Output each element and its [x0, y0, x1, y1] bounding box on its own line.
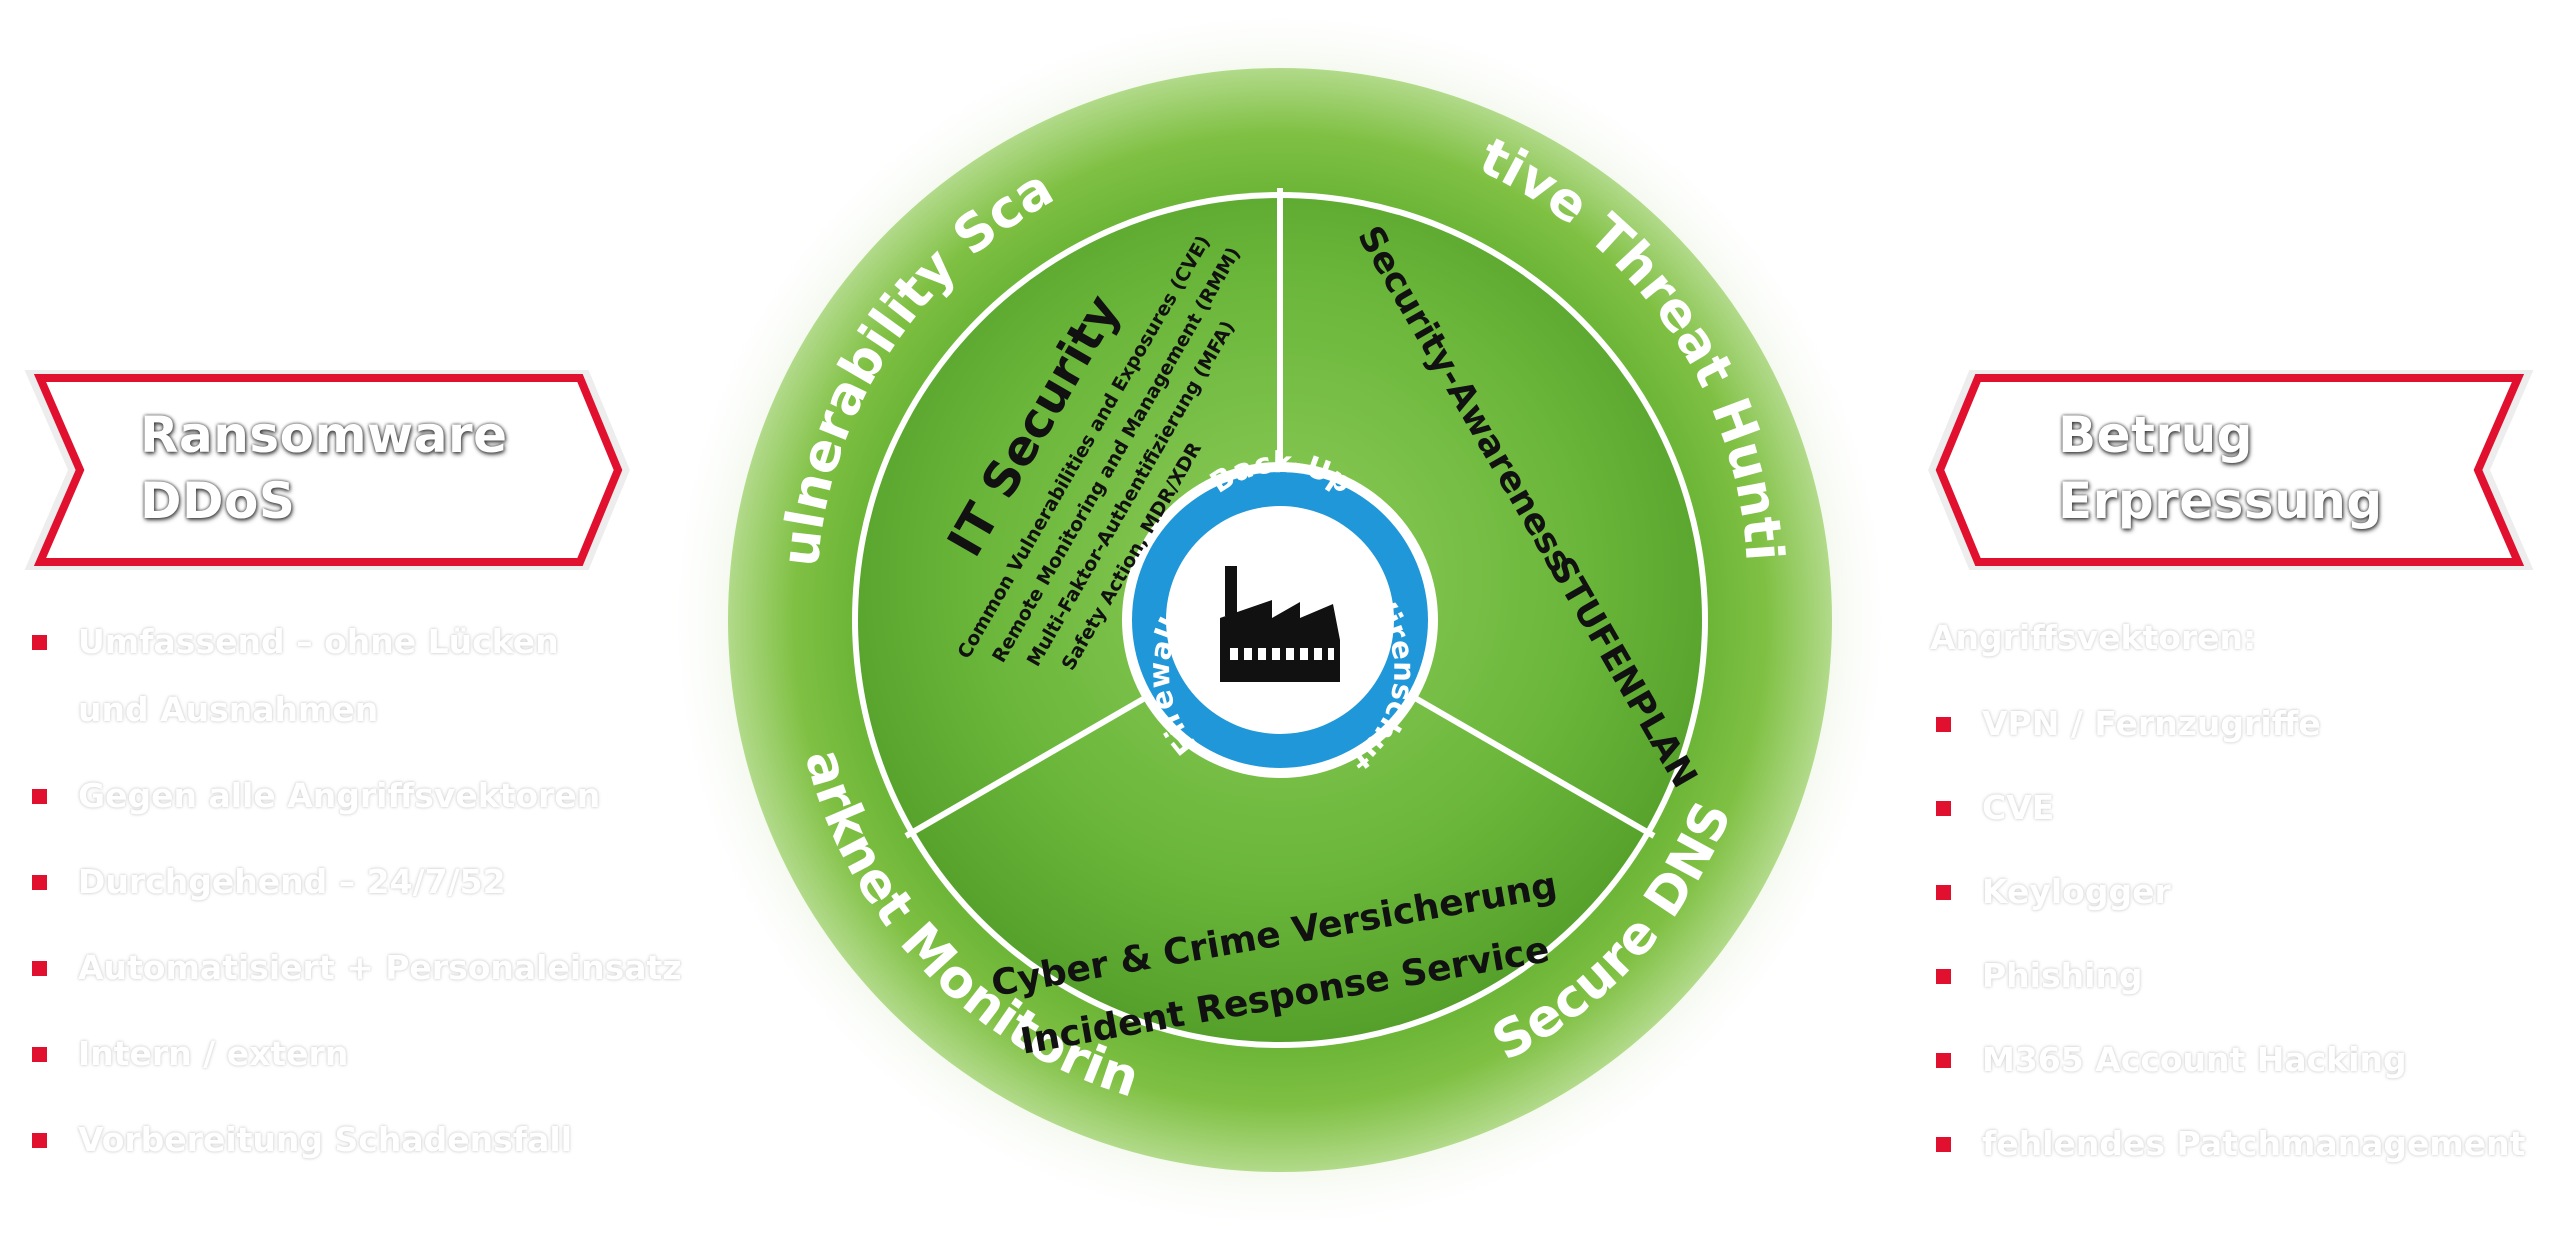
security-wheel: Vulnerability Scan Active Threat Hunting… [660, 0, 1898, 1238]
bullet-square-icon [32, 635, 47, 650]
bullet-square-icon [1936, 1053, 1951, 1068]
list-item-text: Keylogger [1982, 872, 2171, 911]
list-item-text: Phishing [1982, 956, 2143, 995]
list-item: fehlendes Patchmanagement [1936, 1110, 2525, 1178]
right-threat-banner [1928, 370, 2534, 570]
list-item: CVE [1936, 774, 2525, 842]
list-item: Intern / extern [32, 1020, 682, 1088]
list-item: Umfassend – ohne Lücken und Ausnahmen [32, 608, 682, 744]
list-item: Vorbereitung Schadensfall [32, 1106, 682, 1174]
bullet-square-icon [1936, 1137, 1951, 1152]
list-item-text: VPN / Fernzugriffe [1982, 704, 2321, 743]
list-item: Phishing [1936, 942, 2525, 1010]
left-banner-line-2: DDoS [140, 472, 296, 530]
right-banner-line-1: Betrug [2058, 406, 2253, 464]
left-banner-line-1: Ransomware [140, 406, 508, 464]
list-item-text: Gegen alle Angriffsvektoren [78, 776, 601, 815]
bullet-square-icon [32, 961, 47, 976]
right-attack-vector-list: VPN / Fernzugriffe CVE Keylogger Phishin… [1936, 690, 2525, 1178]
list-item: Durchgehend – 24/7/52 [32, 848, 682, 916]
bullet-square-icon [1936, 717, 1951, 732]
bullet-square-icon [1936, 885, 1951, 900]
list-item-text: Intern / extern [78, 1034, 349, 1073]
bullet-square-icon [1936, 801, 1951, 816]
list-item-text: Vorbereitung Schadensfall [78, 1120, 573, 1159]
list-item-text: Durchgehend – 24/7/52 [78, 862, 506, 901]
list-item: VPN / Fernzugriffe [1936, 690, 2525, 758]
list-item: M365 Account Hacking [1936, 1026, 2525, 1094]
list-item-text: Umfassend – ohne Lücken [78, 622, 559, 661]
list-item-text: M365 Account Hacking [1982, 1040, 2407, 1079]
bullet-square-icon [32, 1047, 47, 1062]
list-item: Automatisiert + Personaleinsatz [32, 934, 682, 1002]
list-item-text: und Ausnahmen [78, 690, 379, 729]
left-threat-banner [24, 370, 630, 570]
list-item: Keylogger [1936, 858, 2525, 926]
right-banner-line-2: Erpressung [2058, 472, 2383, 530]
bullet-square-icon [32, 789, 47, 804]
bullet-square-icon [1936, 969, 1951, 984]
list-item-text: CVE [1982, 788, 2055, 827]
attack-vectors-heading: Angriffsvektoren: [1930, 618, 2257, 657]
left-benefit-list: Umfassend – ohne Lücken und Ausnahmen Ge… [32, 608, 682, 1174]
bullet-square-icon [32, 875, 47, 890]
list-item: Gegen alle Angriffsvektoren [32, 762, 682, 830]
list-item-text: Automatisiert + Personaleinsatz [78, 948, 682, 987]
list-item-text: fehlendes Patchmanagement [1982, 1124, 2526, 1163]
bullet-square-icon [32, 1133, 47, 1148]
factory-icon [1220, 566, 1340, 682]
